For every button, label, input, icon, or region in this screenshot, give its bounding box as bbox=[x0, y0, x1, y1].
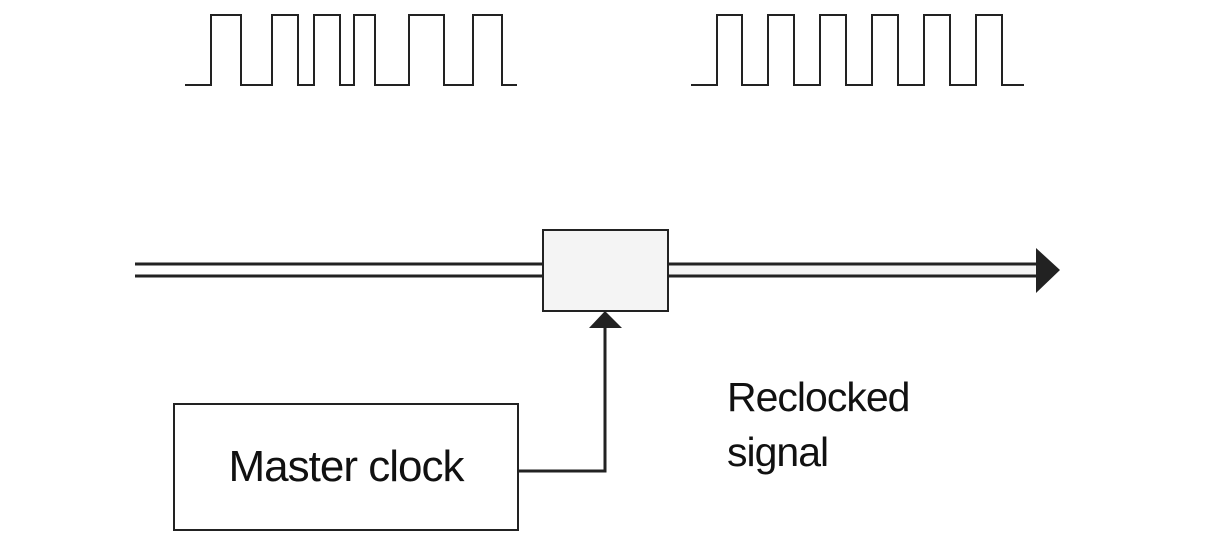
input-signal-waveform bbox=[185, 14, 517, 86]
output-arrowhead-icon bbox=[1036, 248, 1060, 293]
reclocked-signal-waveform bbox=[691, 14, 1024, 86]
reclocked-signal-label: Reclocked signal bbox=[727, 370, 910, 480]
reclocking-box bbox=[542, 229, 669, 312]
master-clock-label: Master clock bbox=[228, 442, 465, 491]
master-clock-box bbox=[173, 403, 519, 531]
clock-connector bbox=[518, 311, 622, 473]
input-signal-line bbox=[135, 262, 543, 278]
clock-arrowhead-icon bbox=[589, 311, 622, 328]
reclocked-signal-label-line1: Reclocked bbox=[727, 374, 910, 420]
reclocked-signal-label-line2: signal bbox=[727, 429, 829, 475]
output-signal-line bbox=[668, 248, 1060, 293]
